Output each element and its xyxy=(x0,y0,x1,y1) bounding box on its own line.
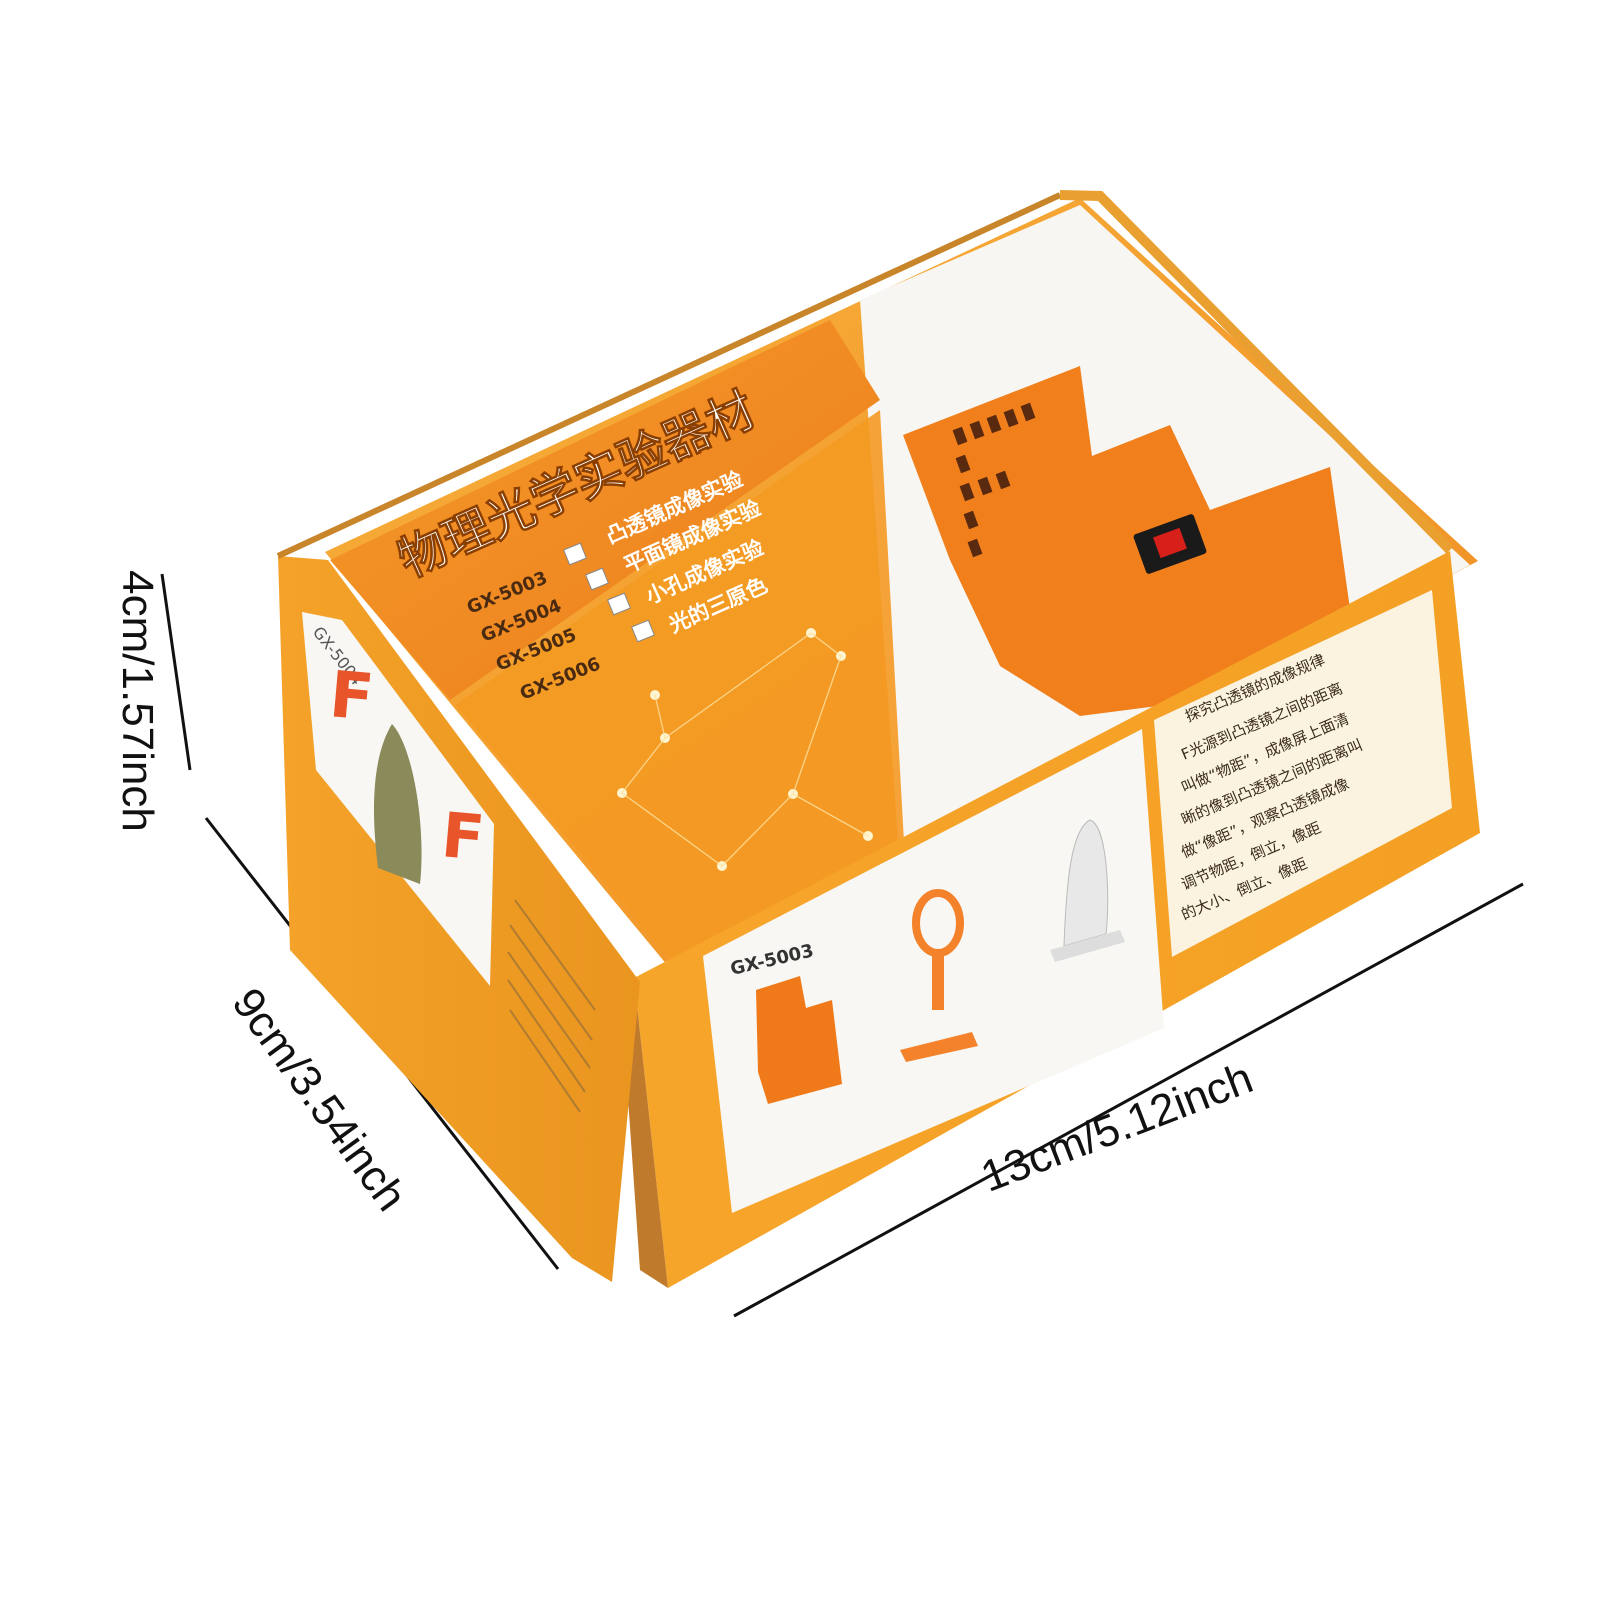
checkbox-icon xyxy=(631,619,655,643)
f-led-pattern xyxy=(952,402,1036,558)
width-dimension-line xyxy=(733,882,1524,1318)
lid-title-band xyxy=(330,320,880,700)
screen-illustration xyxy=(1050,819,1125,962)
checkbox-icons xyxy=(563,542,655,643)
front-text-panel xyxy=(1154,590,1452,957)
lid-edge xyxy=(276,192,1062,559)
front-device-illustration xyxy=(756,976,842,1104)
checkbox-icon xyxy=(607,592,631,616)
lens-holder-illustration xyxy=(900,889,978,1062)
side-letter: F xyxy=(327,658,377,736)
checkbox-icon xyxy=(585,567,609,591)
side-letter: F xyxy=(439,798,488,874)
light-source-device xyxy=(903,366,1360,716)
side-candle-illustration xyxy=(373,724,422,884)
height-dimension-line xyxy=(160,573,192,771)
side-small-text xyxy=(507,899,596,1113)
lid-dot-lines xyxy=(621,632,869,867)
product-box: 物理光学实验器材 GX-5003 GX-5004 GX-5005 GX-5006… xyxy=(276,190,1480,1288)
lid-lower-band xyxy=(455,410,905,978)
lid-back-flap xyxy=(1059,190,1454,554)
checkbox-icon xyxy=(563,542,587,566)
height-dimension-label: 4cm/1.57inch xyxy=(112,570,162,832)
